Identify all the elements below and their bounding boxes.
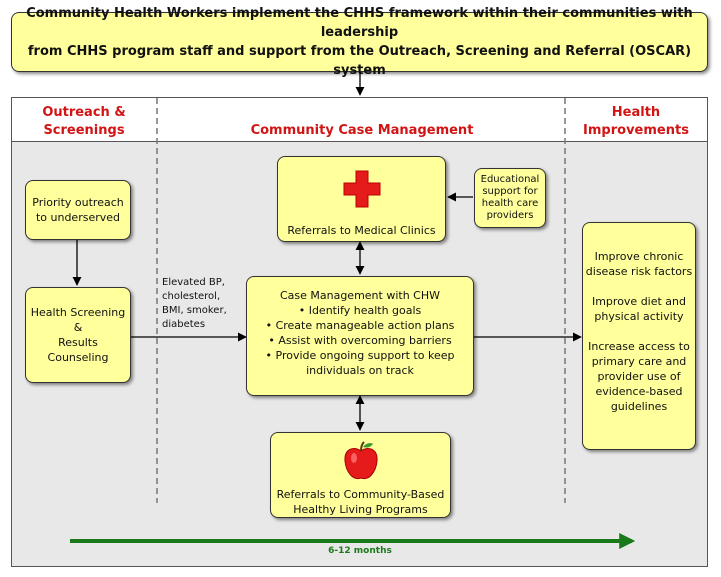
header-line-1: Community Health Workers implement the C… [26,6,693,40]
column-title-case-management: Community Case Management [250,123,474,138]
health-improvements-box: Improve chronic disease risk factors Imp… [582,222,696,450]
header-line-2: from CHHS program staff and support from… [27,44,692,78]
health-screening-box: Health Screening & Results Counseling [25,287,131,383]
apple-icon [344,441,378,480]
improvement-diet-activity: Improve diet and physical activity [591,295,687,323]
improvement-primary-care: Increase access to primary care and prov… [588,340,690,413]
list-item-continuation: individuals on track [306,364,414,377]
list-item: • Provide ongoing support to keep [265,349,455,362]
case-management-title: Case Management with CHW [279,289,441,302]
column-header-band [12,98,707,142]
list-item: • Identify health goals [298,304,422,317]
educational-support-box: Educational support for health care prov… [474,168,546,228]
header-box: Community Health Workers implement the C… [11,6,708,78]
case-management-list: • Identify health goals • Create managea… [247,303,473,378]
medical-clinics-box: Referrals to Medical Clinics [277,156,446,242]
community-programs-box: Referrals to Community-Based Healthy Liv… [270,432,451,518]
case-management-box: Case Management with CHW • Identify heal… [246,276,474,396]
red-cross-icon [343,170,381,208]
column-title-outreach: Outreach & Screenings [42,105,126,138]
priority-outreach-box: Priority outreach to underserved [25,180,131,240]
timeline-label: 6-12 months [328,546,392,556]
list-item: • Assist with overcoming barriers [268,334,452,347]
list-item: • Create manageable action plans [265,319,455,332]
improvement-risk-factors: Improve chronic disease risk factors [585,250,693,278]
screening-risk-label: Elevated BP, cholesterol, BMI, smoker, d… [162,277,227,330]
column-title-health-improvements: Health Improvements [583,105,689,138]
